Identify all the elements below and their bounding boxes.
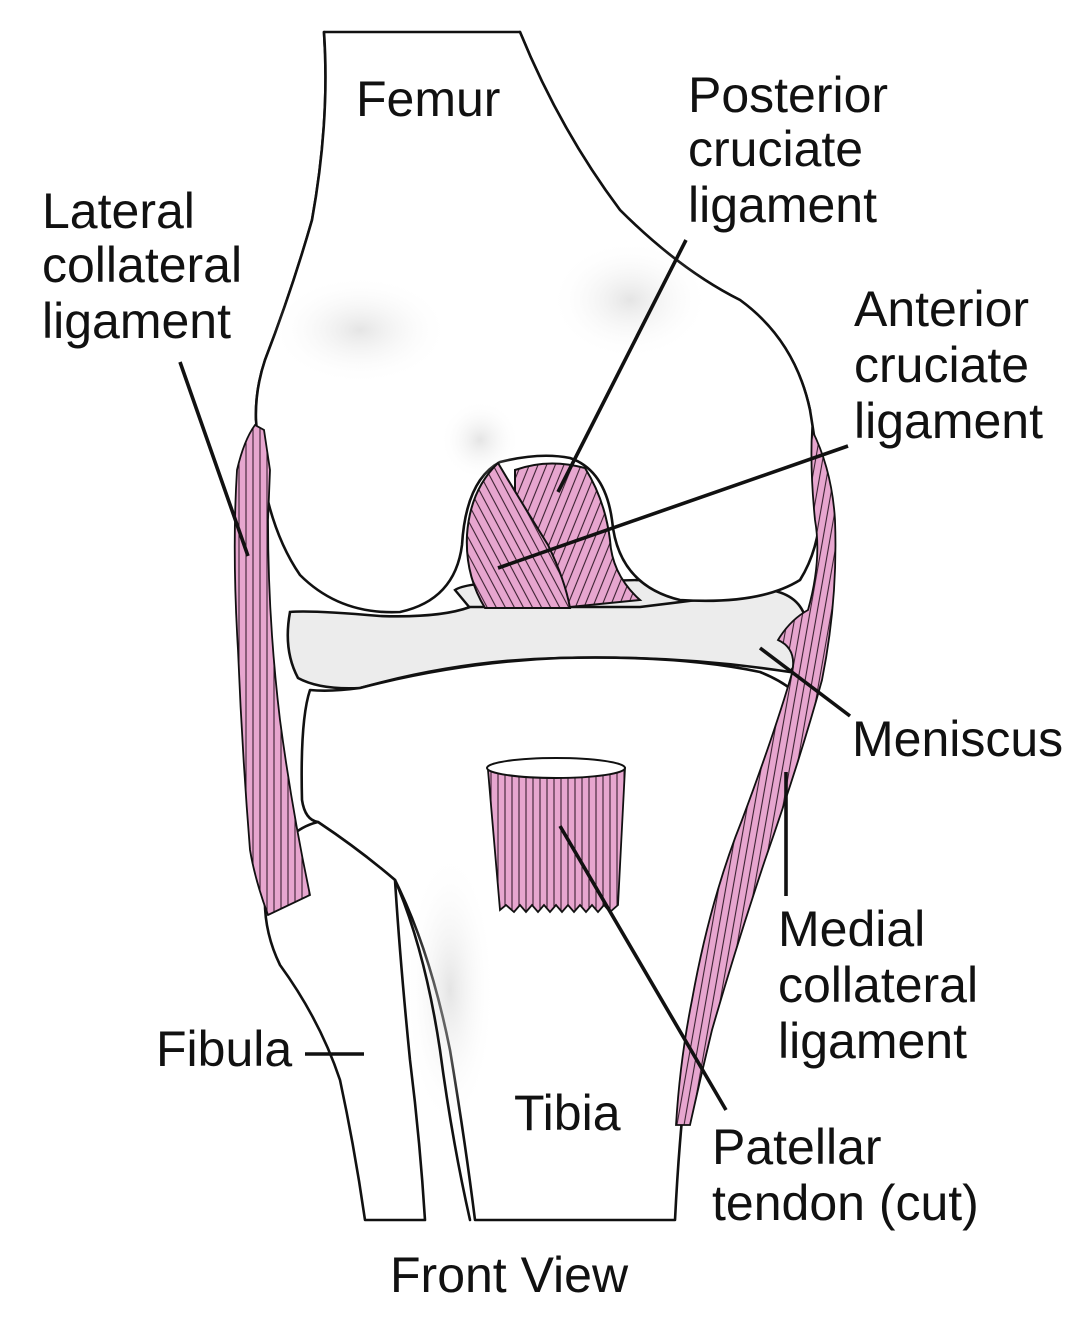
leader-meniscus: [758, 646, 852, 718]
patellar-tendon: [486, 757, 626, 914]
tibia-crest-line: [393, 878, 472, 1222]
femur-shading-right: [550, 240, 710, 360]
medial-collateral-ligament: [675, 426, 837, 1126]
patellar-tendon-body: [487, 767, 626, 914]
leader-lines: [178, 239, 852, 1111]
tibia-shading: [405, 850, 495, 1130]
femur: [254, 30, 823, 614]
label-lateral-collateral-line1: Lateral: [42, 183, 195, 239]
label-lateral-collateral-line3: ligament: [42, 293, 231, 349]
label-femur: Femur: [356, 71, 500, 127]
label-fibula: Fibula: [156, 1021, 292, 1077]
leader-posterior-cruciate: [556, 239, 688, 493]
patellar-tendon-cut-end: [486, 757, 626, 779]
label-meniscus: Meniscus: [852, 711, 1063, 767]
label-tibia: Tibia: [514, 1085, 621, 1141]
leader-lateral-collateral: [178, 361, 250, 557]
cruciate-ligaments: [465, 461, 643, 610]
label-posterior-cruciate-line3: ligament: [688, 177, 877, 233]
label-medial-collateral-line1: Medial: [778, 901, 925, 957]
femur-shading-left: [270, 275, 450, 385]
label-anterior-cruciate-line2: cruciate: [854, 337, 1029, 393]
femur-condyles: [254, 30, 823, 614]
label-anterior-cruciate-line1: Anterior: [854, 281, 1029, 337]
label-patellar-tendon-line1: Patellar: [712, 1119, 882, 1175]
label-view: Front View: [390, 1247, 629, 1303]
leader-patellar-tendon: [558, 825, 728, 1111]
label-anterior-cruciate-line3: ligament: [854, 393, 1043, 449]
label-posterior-cruciate-line2: cruciate: [688, 121, 863, 177]
label-medial-collateral-line2: collateral: [778, 957, 978, 1013]
femur-shading-center: [440, 400, 520, 480]
label-posterior-cruciate-line1: Posterior: [688, 67, 888, 123]
label-medial-collateral-line3: ligament: [778, 1013, 967, 1069]
medial-collateral-ligament-band: [675, 426, 837, 1126]
labels: Femur Posterior cruciate ligament Latera…: [42, 67, 1063, 1303]
label-patellar-tendon-line2: tendon (cut): [712, 1175, 979, 1231]
anterior-cruciate-ligament: [465, 461, 572, 609]
label-lateral-collateral-line2: collateral: [42, 237, 242, 293]
leader-anterior-cruciate: [497, 444, 849, 570]
